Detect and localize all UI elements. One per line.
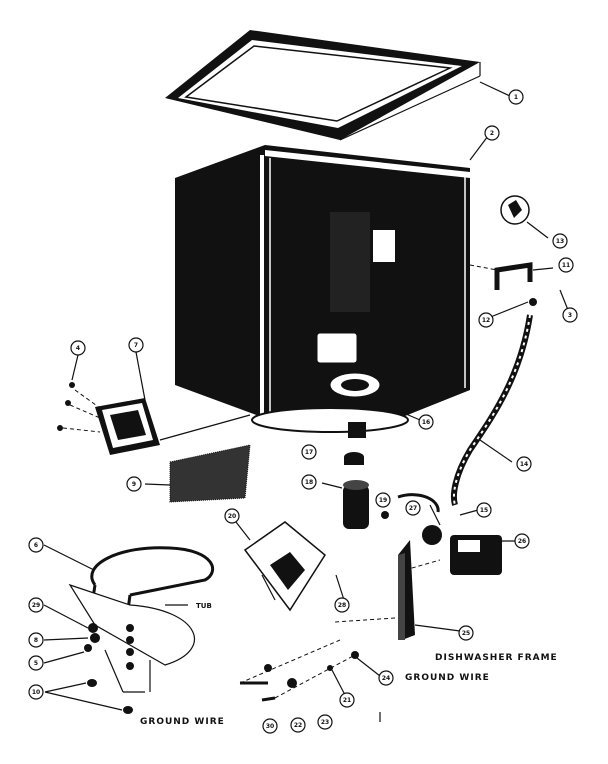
callout-27	[405, 500, 421, 516]
callout-2	[484, 125, 500, 141]
svg-text:16: 16	[422, 419, 430, 426]
elbow-fitting	[469, 195, 549, 306]
callout-leaders	[43, 81, 569, 696]
svg-text:21: 21	[343, 697, 351, 704]
tub-bottom-section	[68, 583, 196, 693]
frame-bracket	[398, 540, 441, 640]
svg-text:12: 12	[482, 317, 490, 324]
callout-10	[28, 684, 44, 700]
callout-25	[458, 625, 474, 641]
svg-text:14: 14	[520, 461, 528, 468]
pump-components	[343, 452, 389, 529]
svg-text:3: 3	[568, 312, 572, 319]
svg-text:29: 29	[32, 602, 40, 609]
callout-18	[301, 474, 317, 490]
svg-text:20: 20	[228, 513, 236, 520]
callout-circles: 1 2 3 4 5 6 7 8 9 10 11 12 13 14 15 16 1	[28, 89, 578, 734]
callout-21	[339, 692, 355, 708]
svg-text:8: 8	[34, 637, 38, 644]
svg-text:30: 30	[266, 723, 274, 730]
mesh-filter-screen	[169, 444, 251, 503]
ground-wire-label-bottom: GROUND WIRE	[140, 717, 225, 727]
hardware-screws-bottom	[239, 617, 396, 722]
svg-text:7: 7	[134, 342, 138, 349]
svg-text:24: 24	[382, 675, 390, 682]
svg-text:10: 10	[32, 689, 40, 696]
svg-text:11: 11	[562, 262, 570, 269]
callout-26	[514, 533, 530, 549]
svg-text:17: 17	[305, 449, 313, 456]
svg-text:13: 13	[556, 238, 564, 245]
svg-text:22: 22	[294, 722, 302, 729]
svg-text:2: 2	[490, 130, 494, 137]
svg-text:15: 15	[480, 507, 488, 514]
callout-16	[418, 414, 434, 430]
callout-4	[70, 340, 86, 356]
svg-text:18: 18	[305, 479, 313, 486]
pump-motor-assembly	[397, 493, 502, 575]
callout-20	[224, 508, 240, 524]
callout-8	[28, 632, 44, 648]
callout-11	[558, 257, 574, 273]
svg-text:28: 28	[338, 602, 346, 609]
callout-12	[478, 312, 494, 328]
callout-28	[334, 597, 350, 613]
instruction-card	[243, 521, 326, 612]
callout-24	[378, 670, 394, 686]
svg-text:25: 25	[462, 630, 470, 637]
callout-29	[28, 597, 44, 613]
svg-text:5: 5	[34, 660, 38, 667]
svg-text:23: 23	[321, 719, 329, 726]
svg-text:9: 9	[132, 481, 136, 488]
callout-6	[28, 537, 44, 553]
inlet-plate	[57, 382, 251, 455]
callout-14	[516, 456, 532, 472]
svg-text:19: 19	[379, 497, 387, 504]
callout-23	[317, 714, 333, 730]
callout-3	[562, 307, 578, 323]
svg-text:1: 1	[514, 94, 518, 101]
callout-5	[28, 655, 44, 671]
callout-30	[262, 718, 278, 734]
hardware-bolts-left	[44, 679, 133, 714]
callout-19	[375, 492, 391, 508]
ground-wire-label-right: GROUND WIRE	[405, 673, 490, 683]
tub-label: TUB	[196, 602, 212, 610]
svg-text:4: 4	[76, 345, 80, 352]
svg-text:6: 6	[34, 542, 38, 549]
callout-1	[508, 89, 524, 105]
callout-13	[552, 233, 568, 249]
svg-text:26: 26	[518, 538, 526, 545]
callout-22	[290, 717, 306, 733]
callout-9	[126, 476, 142, 492]
callout-15	[476, 502, 492, 518]
gasket-frame	[165, 30, 481, 141]
callout-17	[301, 444, 317, 460]
dishwasher-frame-label: DISHWASHER FRAME	[435, 653, 558, 663]
callout-7	[128, 337, 144, 353]
drain-hose	[450, 314, 533, 506]
svg-text:27: 27	[409, 505, 417, 512]
dishwasher-tub-body	[175, 145, 470, 438]
